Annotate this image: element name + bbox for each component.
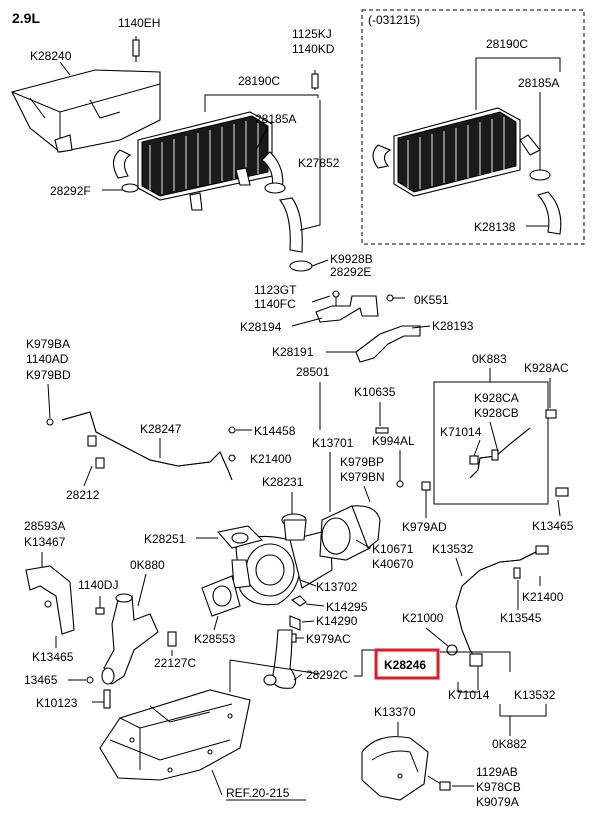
left-bracket-drawing	[25, 565, 75, 635]
label-k71014a: K71014	[440, 425, 482, 439]
label-k14290: K14290	[316, 614, 358, 628]
label-28292c: 28292C	[306, 668, 348, 682]
label-13465c: 13465	[24, 673, 58, 687]
hose-kit-box	[433, 381, 549, 505]
label-k28247: K28247	[140, 422, 182, 436]
brackets-drawing	[315, 290, 421, 363]
inset-title: (-031215)	[368, 13, 420, 27]
inset-box	[361, 9, 585, 245]
label-k13467: K13467	[24, 535, 66, 549]
label-0k880: 0K880	[130, 558, 165, 572]
hose-k27852-drawing	[261, 151, 313, 272]
label-inset-k28138: K28138	[474, 220, 516, 234]
inset-intercooler-drawing	[372, 107, 562, 235]
label-k14458: K14458	[254, 424, 296, 438]
label-0k883: 0K883	[472, 352, 507, 366]
label-inset-28185a: 28185A	[518, 76, 559, 90]
label-k21400b: K21400	[522, 590, 564, 604]
label-k978cb: K978CB	[476, 780, 521, 794]
label-k928cb: K928CB	[474, 406, 519, 420]
drain-hose-drawing	[263, 629, 297, 689]
oil-pan-drawing	[99, 689, 251, 781]
label-k13701: K13701	[312, 436, 354, 450]
label-k28193: K28193	[432, 319, 474, 333]
highlight-box	[374, 648, 440, 680]
label-k28553: K28553	[194, 632, 236, 646]
label-k10635: K10635	[354, 385, 396, 399]
oil-feed-pipe-drawing	[46, 411, 233, 481]
label-k10671: K10671	[372, 542, 414, 556]
label-k928ca: K928CA	[474, 391, 519, 405]
label-k994al: K994AL	[372, 434, 415, 448]
label-1123gt: 1123GT	[254, 283, 297, 297]
label-k13702: K13702	[316, 580, 358, 594]
heat-shield-drawing	[11, 69, 161, 153]
label-k14295: K14295	[326, 600, 368, 614]
label-k13545: K13545	[500, 611, 542, 625]
turbo-outlet-drawing	[319, 505, 381, 561]
label-k28246[interactable]: K28246	[384, 658, 426, 672]
label-k979bd: K979BD	[26, 368, 71, 382]
label-28212: 28212	[66, 488, 100, 502]
label-1140ad: 1140AD	[26, 352, 69, 366]
label-k10123: K10123	[36, 696, 78, 710]
hose-kit-drawing	[469, 427, 531, 479]
label-28292e: 28292E	[330, 265, 371, 279]
label-22127c: 22127C	[154, 656, 196, 670]
label-k71014b: K71014	[448, 688, 490, 702]
label-k28194: K28194	[240, 320, 282, 334]
label-1140dj: 1140DJ	[78, 578, 118, 592]
label-k979ad: K979AD	[402, 520, 447, 534]
label-k28251: K28251	[144, 532, 186, 546]
label-1125kj: 1125KJ	[292, 27, 332, 41]
label-k13532b: K13532	[514, 688, 556, 702]
label-k13370: K13370	[374, 705, 416, 719]
label-28593a: 28593A	[24, 519, 65, 533]
label-k979ba: K979BA	[26, 337, 70, 351]
label-k979ac: K979AC	[306, 632, 351, 646]
label-0k882: 0K882	[492, 737, 527, 751]
label-k928ac: K928AC	[524, 361, 569, 375]
label-ref[interactable]: REF.20-215	[226, 786, 290, 800]
label-k9928b: K9928B	[330, 252, 373, 266]
label-1140eh: 1140EH	[118, 16, 160, 30]
label-28190c: 28190C	[238, 74, 280, 88]
label-k28240: K28240	[30, 49, 72, 63]
label-28501: 28501	[296, 365, 330, 379]
engine-title: 2.9L	[12, 10, 40, 26]
turbocharger-drawing	[231, 513, 333, 606]
label-k27852: K27852	[298, 156, 340, 170]
label-k28191: K28191	[272, 345, 314, 359]
label-k13532a: K13532	[432, 542, 474, 556]
label-1140fc: 1140FC	[254, 297, 296, 311]
label-1140kd: 1140KD	[292, 42, 335, 56]
label-inset-28190c: 28190C	[486, 37, 528, 51]
turbo-heat-shield-drawing	[361, 736, 429, 801]
label-k40670: K40670	[372, 557, 414, 571]
label-k13465b: K13465	[32, 650, 74, 664]
label-1129ab: 1129AB	[476, 765, 518, 779]
label-k979bp: K979BP	[340, 455, 384, 469]
label-28185a: 28185A	[255, 112, 296, 126]
gasket-k28251-drawing	[216, 525, 264, 549]
label-k21400a: K21400	[250, 452, 292, 466]
label-28292f: 28292F	[50, 184, 91, 198]
oil-return-pipe-drawing	[455, 545, 549, 667]
label-k21000: K21000	[402, 611, 444, 625]
label-k28231: K28231	[262, 475, 304, 489]
label-k979bn: K979BN	[340, 470, 385, 484]
gasket-k28553-drawing	[201, 575, 241, 617]
label-k13465a: K13465	[532, 519, 574, 533]
oil-pickup-drawing	[101, 593, 159, 685]
label-0k551: 0K551	[414, 293, 449, 307]
label-k9079a: K9079A	[476, 795, 519, 809]
